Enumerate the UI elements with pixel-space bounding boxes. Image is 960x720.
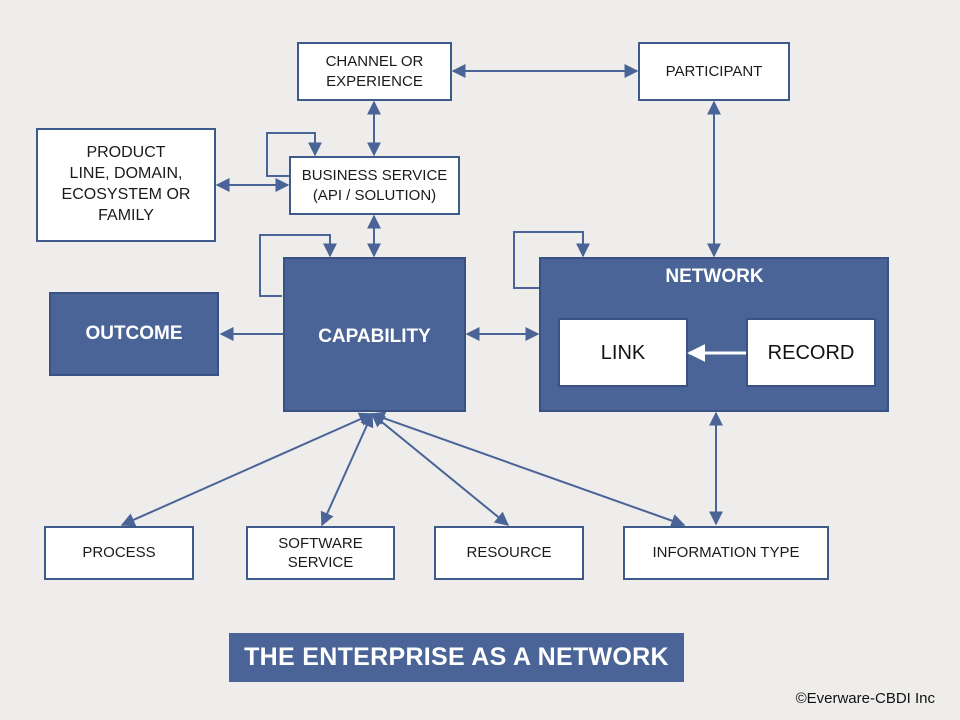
connector-capability-software-service — [320, 412, 374, 527]
node-participant: PARTICIPANT — [638, 42, 790, 101]
node-capability: CAPABILITY — [283, 257, 466, 412]
copyright-notice: ©Everware-CBDI Inc — [795, 690, 935, 707]
node-software-service: SOFTWARE SERVICE — [246, 526, 395, 580]
node-business-service: BUSINESS SERVICE (API / SOLUTION) — [289, 156, 460, 215]
node-resource: RESOURCE — [434, 526, 584, 580]
network-title: NETWORK — [665, 266, 764, 287]
connector-capability-self — [259, 234, 337, 297]
connector-capability-resource — [370, 413, 510, 526]
node-outcome: OUTCOME — [49, 292, 219, 376]
diagram-title-banner: THE ENTERPRISE AS A NETWORK — [229, 633, 684, 682]
connector-capability-information-type — [370, 411, 686, 528]
connector-business-service-self — [266, 132, 322, 177]
node-product-line: PRODUCT LINE, DOMAIN, ECOSYSTEM OR FAMIL… — [36, 128, 216, 242]
node-record: RECORD — [746, 318, 876, 387]
node-process: PROCESS — [44, 526, 194, 580]
node-link: LINK — [558, 318, 688, 387]
connector-capability-process — [120, 412, 374, 527]
node-channel-or-experience: CHANNEL OR EXPERIENCE — [297, 42, 452, 101]
connector-network-self — [513, 231, 590, 289]
node-information-type: INFORMATION TYPE — [623, 526, 829, 580]
